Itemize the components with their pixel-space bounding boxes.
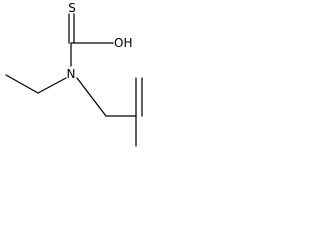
structural-formula: S OH N	[5, 1, 143, 147]
atom-label-hydroxyl: OH	[114, 36, 132, 50]
atom-label-sulfur: S	[68, 1, 76, 15]
bonds	[5, 13, 143, 147]
bond-n-allyl-ch2	[76, 77, 107, 117]
bond-n-ethyl-ch2	[37, 77, 67, 94]
atom-label-nitrogen: N	[67, 67, 76, 81]
bond-ethyl-ch2-ch3	[5, 74, 39, 94]
atom-labels: S OH N	[67, 1, 133, 81]
